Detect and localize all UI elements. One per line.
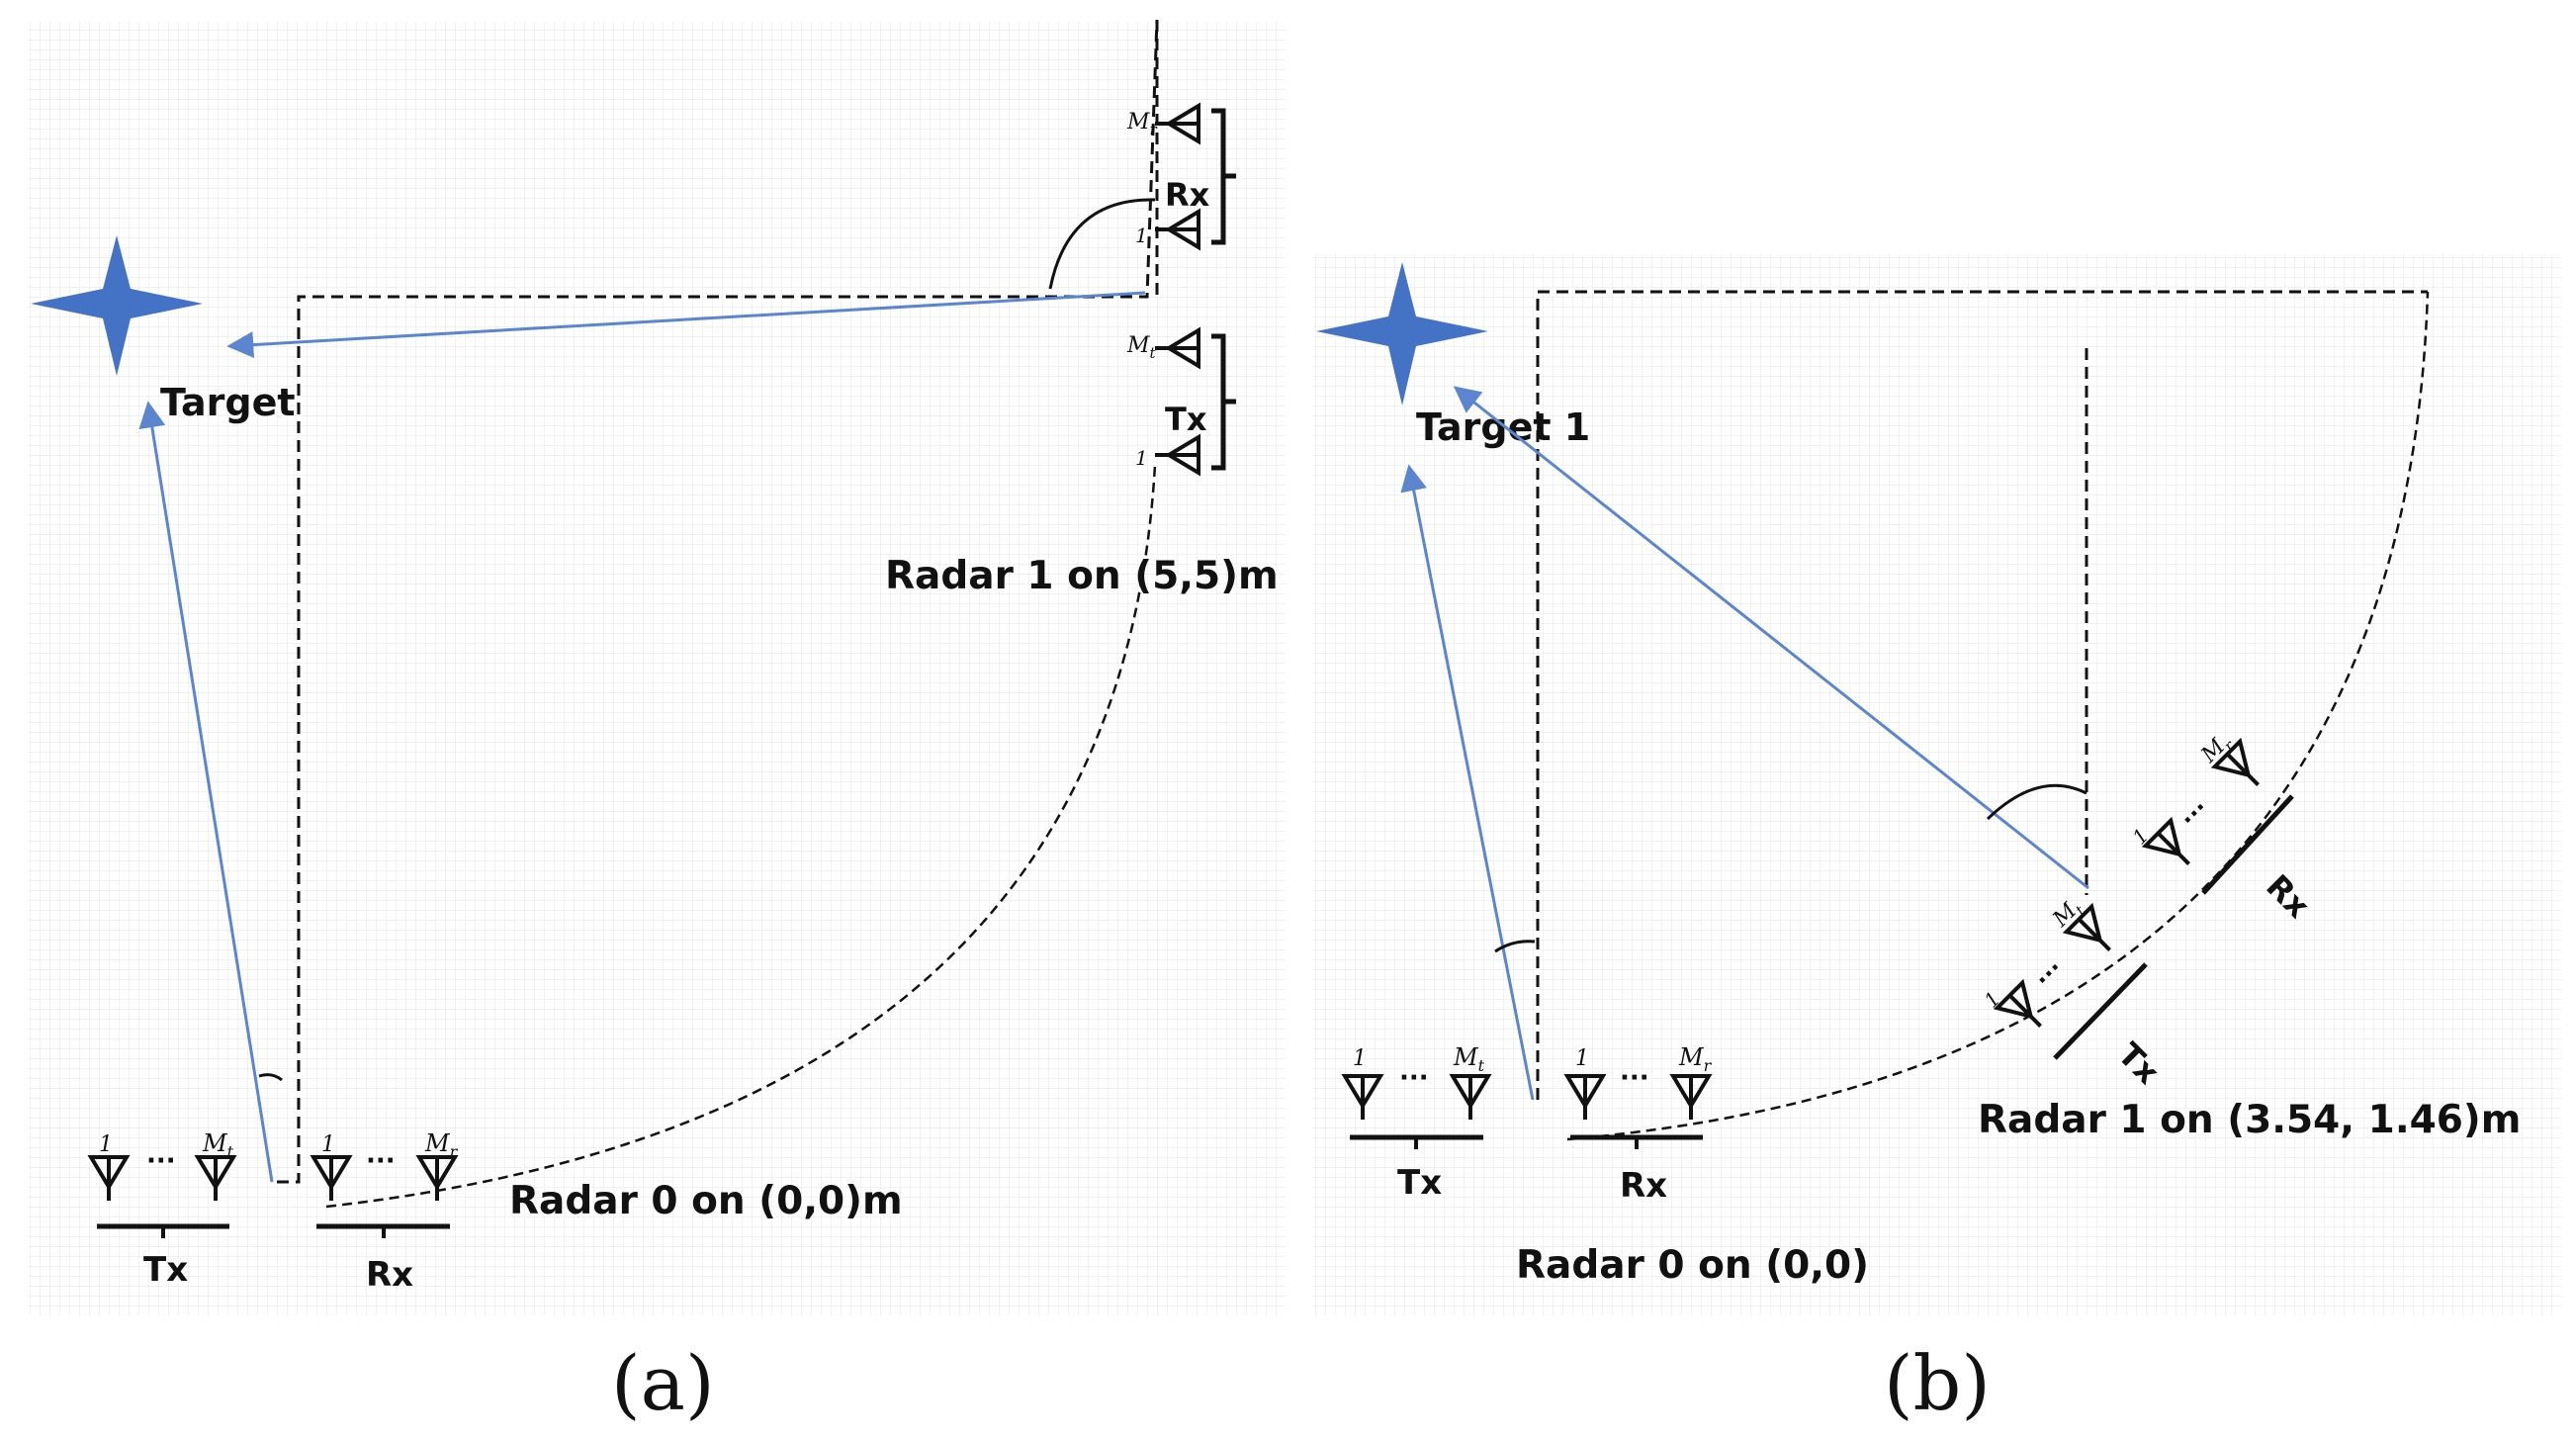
panel-b: Target 1 1 Mt 1 Mr ··· ··· Tx Rx Radar 0… bbox=[1313, 255, 2561, 1427]
antenna-index: Mr bbox=[424, 1129, 459, 1161]
signal-ray-radar0 bbox=[138, 401, 274, 1183]
antenna-index: Mr bbox=[1126, 110, 1158, 138]
rx-bracket-radar1 bbox=[2201, 794, 2294, 895]
angle-arc bbox=[1494, 940, 1536, 953]
rx-label: Rx bbox=[366, 1255, 413, 1295]
dashed-arc bbox=[325, 464, 1157, 1209]
antenna-index: 1 bbox=[321, 1132, 335, 1157]
antenna-index: Mt bbox=[202, 1129, 234, 1161]
target-star-icon bbox=[31, 235, 203, 376]
ellipsis: ··· bbox=[366, 1146, 396, 1176]
dashed-guide-line bbox=[277, 19, 1159, 1184]
signal-ray-radar0 bbox=[1400, 464, 1535, 1101]
ellipsis: ··· bbox=[1620, 1063, 1649, 1093]
radar1-label: Radar 1 on (5,5)m bbox=[885, 554, 1279, 598]
panel-a: Target 1 Mt 1 Mr ··· ··· Tx Rx Radar 0 o… bbox=[28, 19, 1286, 1427]
antenna-index: 1 bbox=[99, 1132, 113, 1157]
antenna-index: Mt bbox=[1126, 333, 1157, 362]
tx-bracket-radar1 bbox=[1211, 333, 1236, 471]
antenna-index: 1 bbox=[1353, 1046, 1367, 1071]
signal-ray-radar1 bbox=[226, 291, 1146, 359]
grid-background-b bbox=[1313, 255, 2561, 1315]
antenna-index: Mt bbox=[1453, 1043, 1485, 1075]
antenna-index: 1 bbox=[1135, 446, 1148, 470]
radar0-label: Radar 0 on (0,0) bbox=[1516, 1243, 1869, 1288]
caption-a: (a) bbox=[611, 1339, 715, 1427]
target-label: Target 1 bbox=[1416, 405, 1590, 449]
antenna-index: 1 bbox=[1575, 1046, 1589, 1071]
radar1-label: Radar 1 on (3.54, 1.46)m bbox=[1978, 1098, 2521, 1142]
tx-label: Tx bbox=[143, 1250, 188, 1290]
antenna-index: Mr bbox=[1678, 1043, 1713, 1075]
angle-arc bbox=[258, 1073, 283, 1082]
angle-arc bbox=[1048, 198, 1156, 290]
radar1-tx-label: Tx bbox=[1165, 401, 1207, 438]
caption-b: (b) bbox=[1884, 1339, 1991, 1427]
tx-label: Tx bbox=[1397, 1163, 1442, 1203]
target-label: Target bbox=[160, 381, 296, 424]
signal-ray-radar1 bbox=[1453, 386, 2089, 890]
ellipsis: ··· bbox=[1399, 1063, 1429, 1093]
dashed-arc bbox=[1566, 291, 2430, 1141]
tx-bracket-radar1 bbox=[2053, 962, 2148, 1060]
antenna-index: 1 bbox=[1135, 224, 1148, 247]
target-star-icon bbox=[1316, 262, 1488, 405]
angle-arc bbox=[1986, 783, 2087, 821]
rx-bracket-radar1 bbox=[1211, 108, 1236, 245]
radar0-label: Radar 0 on (0,0)m bbox=[509, 1179, 903, 1223]
radar1-rx-label: Rx bbox=[1165, 176, 1210, 214]
dashed-guide-line bbox=[1536, 290, 2428, 1100]
ellipsis: ··· bbox=[146, 1146, 176, 1176]
grid-background-a bbox=[28, 22, 1286, 1315]
rx-label: Rx bbox=[1620, 1166, 1667, 1206]
